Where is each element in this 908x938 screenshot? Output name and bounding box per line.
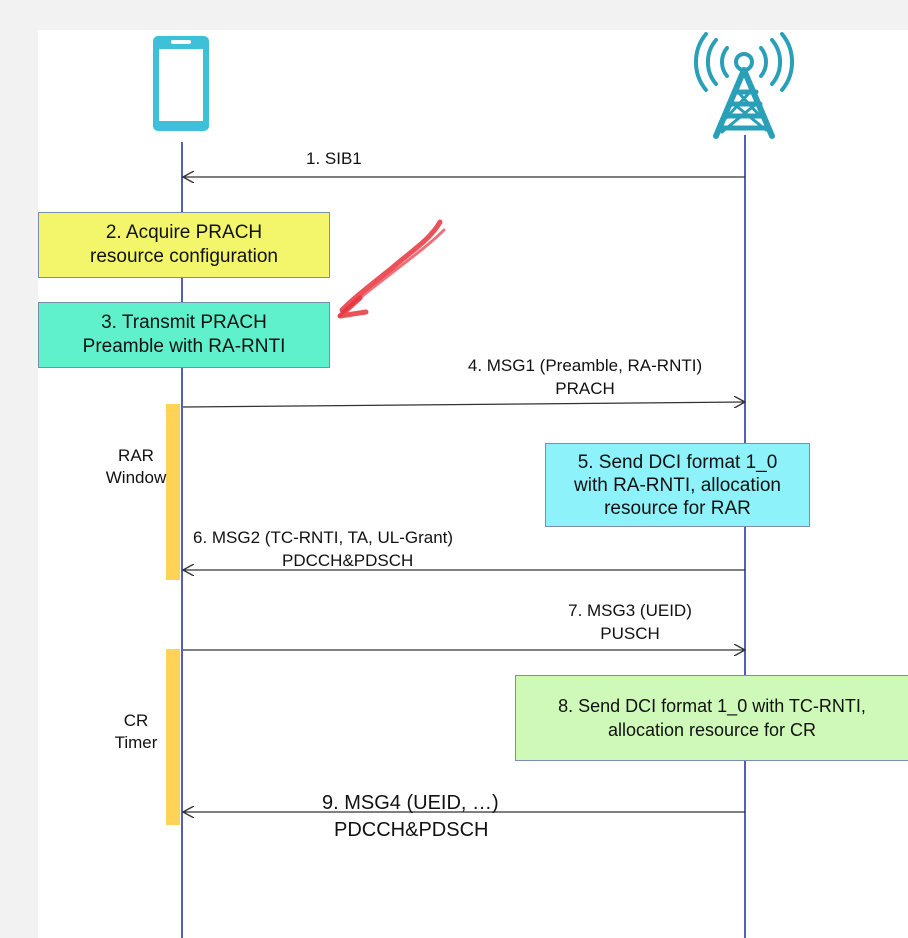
dci-rar-line3: resource for RAR [604, 497, 751, 519]
msg1-label-line2: PRACH [555, 379, 615, 398]
cr-timer-label-line1: CR [123, 711, 149, 730]
acquire-prach-box: 2. Acquire PRACH resource configuration [38, 212, 330, 278]
transmit-prach-line1: 3. Transmit PRACH [101, 312, 267, 333]
msg1-label-line1: 4. MSG1 (Preamble, RA-RNTI) [467, 356, 703, 375]
rar-window-label-line1: RAR [118, 446, 154, 465]
msg2-label-line1: 6. MSG2 (TC-RNTI, TA, UL-Grant) [193, 528, 454, 547]
transmit-prach-box: 3. Transmit PRACH Preamble with RA-RNTI [38, 302, 330, 368]
cr-timer-bar [166, 649, 180, 825]
dci-rar-line2: with RA-RNTI, allocation [574, 474, 781, 496]
acquire-prach-line2: resource configuration [90, 246, 278, 267]
msg1-arrow [182, 402, 745, 407]
mobile-phone-icon [153, 36, 209, 131]
msg3-label-line1: 7. MSG3 (UEID) [568, 601, 692, 620]
cr-timer-label-line2: Timer [114, 733, 158, 752]
rar-window-label-line2: Window [105, 468, 167, 487]
transmit-prach-line2: Preamble with RA-RNTI [82, 336, 286, 357]
rar-window-bar [166, 404, 180, 580]
red-annotation-arrow [337, 219, 446, 319]
sib1-label: 1. SIB1 [306, 149, 362, 168]
dci-rar-line1: 5. Send DCI format 1_0 [577, 451, 778, 473]
cell-tower-icon [694, 32, 794, 139]
msg3-label-line2: PUSCH [600, 624, 660, 643]
dci-cr-box: 8. Send DCI format 1_0 with TC-RNTI, all… [515, 675, 908, 761]
rar-window-label: RAR Window [96, 445, 176, 489]
acquire-prach-line1: 2. Acquire PRACH [105, 222, 263, 243]
dci-rar-box: 5. Send DCI format 1_0 with RA-RNTI, all… [545, 443, 810, 527]
msg4-label-line1: 9. MSG4 (UEID, …) [322, 792, 499, 814]
cr-timer-label: CR Timer [96, 710, 176, 754]
dci-cr-line1: 8. Send DCI format 1_0 with TC-RNTI, [558, 696, 866, 716]
msg4-label-line2: PDCCH&PDSCH [334, 819, 489, 841]
dci-cr-line2: allocation resource for CR [607, 720, 817, 740]
msg2-label-line2: PDCCH&PDSCH [282, 551, 414, 570]
